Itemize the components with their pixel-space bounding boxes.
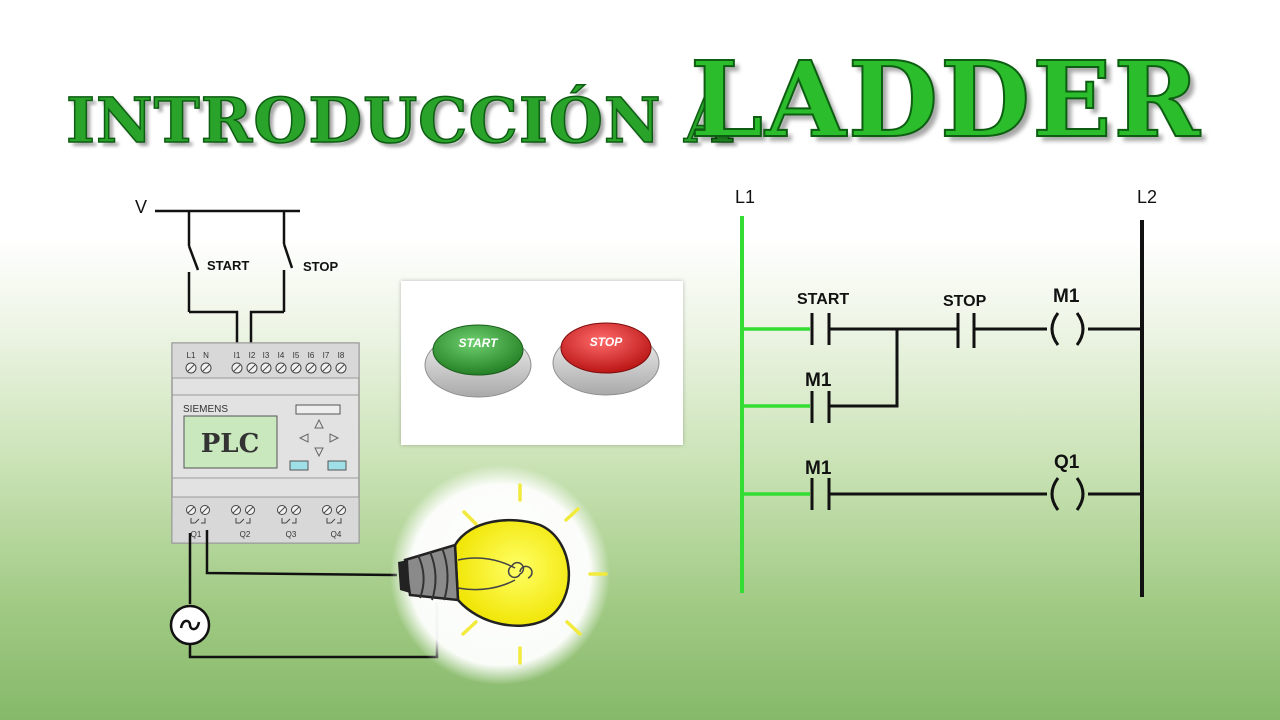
start-contact-label: START: [797, 291, 849, 308]
bulb-filament: [457, 557, 533, 591]
m1-coil-left: [1050, 312, 1060, 346]
q1-coil-left: [1050, 477, 1060, 511]
start-switch-label: START: [207, 258, 249, 273]
plc-input-label: I6: [308, 351, 315, 360]
plc-key-ok: [327, 460, 347, 471]
plc-input-label: I2: [249, 351, 256, 360]
rung-1: [810, 312, 1142, 423]
energized-wires: [742, 327, 810, 496]
title-part-introduccion: INTRODUCCIÓN A: [65, 83, 734, 158]
title-part-ladder: LADDER: [689, 37, 1202, 162]
plc-input-label: I7: [323, 351, 330, 360]
stop-switch-label: STOP: [303, 259, 338, 274]
plc-input-labels: L1 N I1 I2 I3 I4 I5 I6 I7 I8: [187, 351, 345, 360]
plc-input-label: I8: [338, 351, 345, 360]
plc-screen: [183, 415, 278, 469]
button-images: START STOP: [424, 322, 660, 398]
plc-output-label: Q2: [240, 530, 251, 539]
plc-output-label: Q3: [286, 530, 297, 539]
wire-q1-to-bulb: [205, 530, 398, 577]
plc-input-label: I5: [293, 351, 300, 360]
start-button-image: START: [424, 324, 532, 398]
plc-output-label: Q4: [331, 530, 342, 539]
plc-input-label: L1: [187, 351, 196, 360]
start-switch: [187, 211, 200, 312]
plc-input-label: I1: [234, 351, 241, 360]
bulb-rays: [461, 483, 608, 665]
plc-brand: SIEMENS: [183, 404, 228, 415]
rung-2: [810, 477, 1142, 511]
plc-module: L1 N I1 I2 I3 I4 I5 I6 I7 I8 SIEMENS PLC Q1 Q2 Q3 Q4: [171, 342, 360, 544]
m1-coil-right: [1075, 312, 1085, 346]
m1-contact-label: M1: [805, 458, 832, 479]
plc-output-label: Q1: [191, 530, 202, 539]
wire-start-to-i1: [189, 310, 239, 345]
wire-stop-to-i2: [249, 310, 284, 345]
q1-coil-label: Q1: [1054, 452, 1080, 473]
right-rail-label: L2: [1137, 187, 1157, 207]
plc-input-label: I4: [278, 351, 285, 360]
plc-key-esc: [289, 460, 309, 471]
plc-input-label: I3: [263, 351, 270, 360]
light-bulb: [390, 465, 610, 685]
m1-branch-contact-label: M1: [805, 370, 832, 391]
ac-source: [169, 604, 211, 646]
stop-switch: [282, 211, 294, 312]
left-rail-label: L1: [735, 187, 755, 207]
stop-contact-label: STOP: [943, 293, 987, 310]
wiring-diagram: V START STOP: [135, 197, 338, 345]
m1-coil-label: M1: [1053, 286, 1080, 307]
q1-coil-right: [1075, 477, 1085, 511]
stop-button-text: STOP: [590, 335, 623, 349]
plc-slot: [295, 404, 341, 415]
title: INTRODUCCIÓN A LADDER: [0, 37, 1280, 168]
plc-output-labels: Q1 Q2 Q3 Q4: [191, 530, 342, 539]
plc-input-screws: [185, 362, 347, 374]
ladder-diagram: L1 L2 START STOP M1 M1: [735, 187, 1157, 597]
plc-input-label: N: [203, 351, 209, 360]
plc-arrow-keys: [298, 418, 340, 458]
start-button-text: START: [459, 336, 500, 350]
plc-screen-text: PLC: [201, 429, 260, 459]
stop-button-image: STOP: [552, 322, 660, 396]
plc-output-screws: [186, 505, 346, 524]
supply-label: V: [135, 197, 147, 217]
